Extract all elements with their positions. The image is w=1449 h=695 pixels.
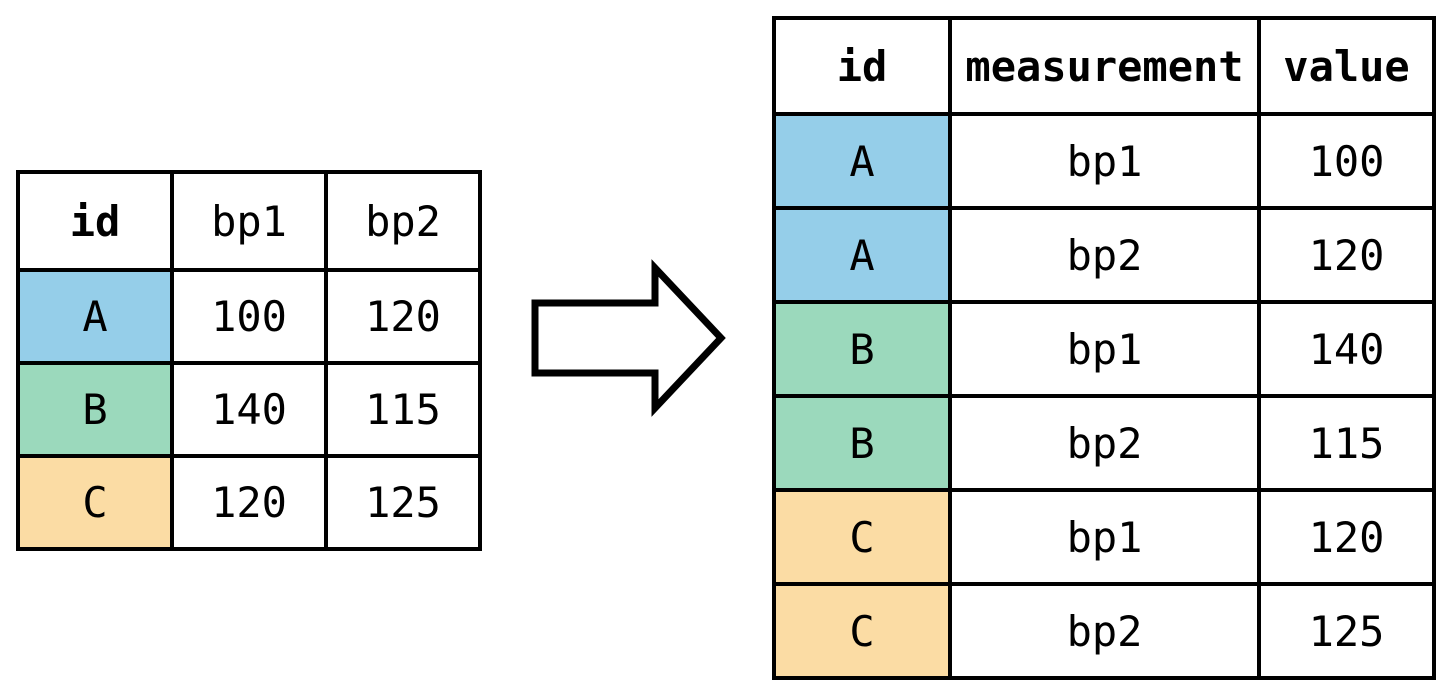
cell-measurement: bp1 [948,112,1261,210]
cell-id: B [16,361,174,458]
cell-value: 120 [1257,488,1436,586]
cell-id: C [16,454,174,551]
right-block-arrow-icon [525,258,730,418]
table-row: B bp2 115 [772,394,1436,492]
cell-measurement: bp2 [948,582,1261,680]
cell-bp2: 115 [324,361,482,458]
cell-bp2: 125 [324,454,482,551]
cell-id: B [772,300,952,398]
column-header-id: id [16,170,174,272]
table-row: A 100 120 [16,268,482,365]
column-header-value: value [1257,16,1436,116]
column-header-bp2: bp2 [324,170,482,272]
cell-id: A [772,112,952,210]
table-row: C bp2 125 [772,582,1436,680]
column-header-bp1: bp1 [170,170,328,272]
table-row: C 120 125 [16,454,482,551]
cell-bp2: 120 [324,268,482,365]
column-header-id: id [772,16,952,116]
table-header-row: id measurement value [772,16,1436,116]
table-header-row: id bp1 bp2 [16,170,482,272]
table-row: A bp2 120 [772,206,1436,304]
cell-value: 100 [1257,112,1436,210]
table-row: C bp1 120 [772,488,1436,586]
cell-measurement: bp2 [948,206,1261,304]
cell-id: C [772,582,952,680]
cell-value: 125 [1257,582,1436,680]
cell-id: C [772,488,952,586]
cell-bp1: 140 [170,361,328,458]
table-row: B bp1 140 [772,300,1436,398]
cell-value: 140 [1257,300,1436,398]
cell-value: 115 [1257,394,1436,492]
cell-bp1: 120 [170,454,328,551]
cell-id: A [16,268,174,365]
long-format-table: id measurement value A bp1 100 A bp2 120… [772,16,1436,680]
cell-id: A [772,206,952,304]
table-row: B 140 115 [16,361,482,458]
column-header-measurement: measurement [948,16,1261,116]
cell-bp1: 100 [170,268,328,365]
cell-measurement: bp2 [948,394,1261,492]
table-row: A bp1 100 [772,112,1436,210]
cell-value: 120 [1257,206,1436,304]
cell-id: B [772,394,952,492]
cell-measurement: bp1 [948,488,1261,586]
wide-format-table: id bp1 bp2 A 100 120 B 140 115 C 120 125 [16,170,482,551]
cell-measurement: bp1 [948,300,1261,398]
